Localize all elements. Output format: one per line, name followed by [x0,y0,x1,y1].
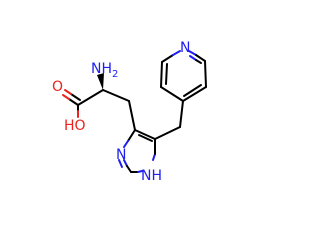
bond-py-n-c6-blue [188,50,197,56]
bond-n3-c2 [126,165,132,173]
bond-alpha-carboxyl [77,89,104,106]
bond-py-c6-c5 [204,60,207,88]
pyridine-n-label: N [180,40,190,56]
bond-carbonyl-1 [68,98,79,106]
bond-carbonyl-2 [70,93,81,101]
bond-c5-ch2 [154,126,181,140]
carbonyl-oxygen-label: O [52,79,63,95]
structure-svg: NH2 O HO N NH N [52,40,207,184]
bond-c2-n1-blue [137,170,143,173]
bond-py-c5-c4-inner [183,84,202,97]
bond-py-c3-c2 [160,61,163,88]
bond-c4-n3-blue [123,140,129,148]
bond-py-c2-n-blue [172,50,181,56]
bond-n3-c2-blue [123,159,128,167]
bond-carbonyl-2-red [64,89,72,95]
wedge-bond-amine [97,73,104,90]
bond-py-n-c6 [195,54,206,62]
bond-py-c4-c3 [160,86,184,102]
bond-n1-c5-blue [152,153,156,161]
imidazole-nh-label: NH [141,168,162,184]
bond-alpha-beta [102,89,130,102]
bond-ch2-pyridine [179,100,184,128]
amine-label: NH2 [91,61,118,80]
bond-n3-c2-inner [118,159,123,168]
bond-py-c5-c4 [182,86,207,102]
bond-py-c3-c2-inner [165,63,168,85]
bond-py-n-c6-inner-blue [189,55,197,61]
bond-carbonyl-1-red [62,94,70,100]
hydroxyl-label: HO [64,118,86,134]
bond-c4-c5 [134,129,156,140]
bond-py-c2-n [161,54,174,63]
bond-c4-n3 [127,129,136,142]
bond-py-n-c6-inner [195,59,202,64]
molecule-diagram: NH2 O HO N NH N [52,40,207,184]
bond-beta-ring [128,100,136,131]
bond-c4-c5-inner [138,134,153,142]
imidazole-n3-label: N [116,147,126,163]
